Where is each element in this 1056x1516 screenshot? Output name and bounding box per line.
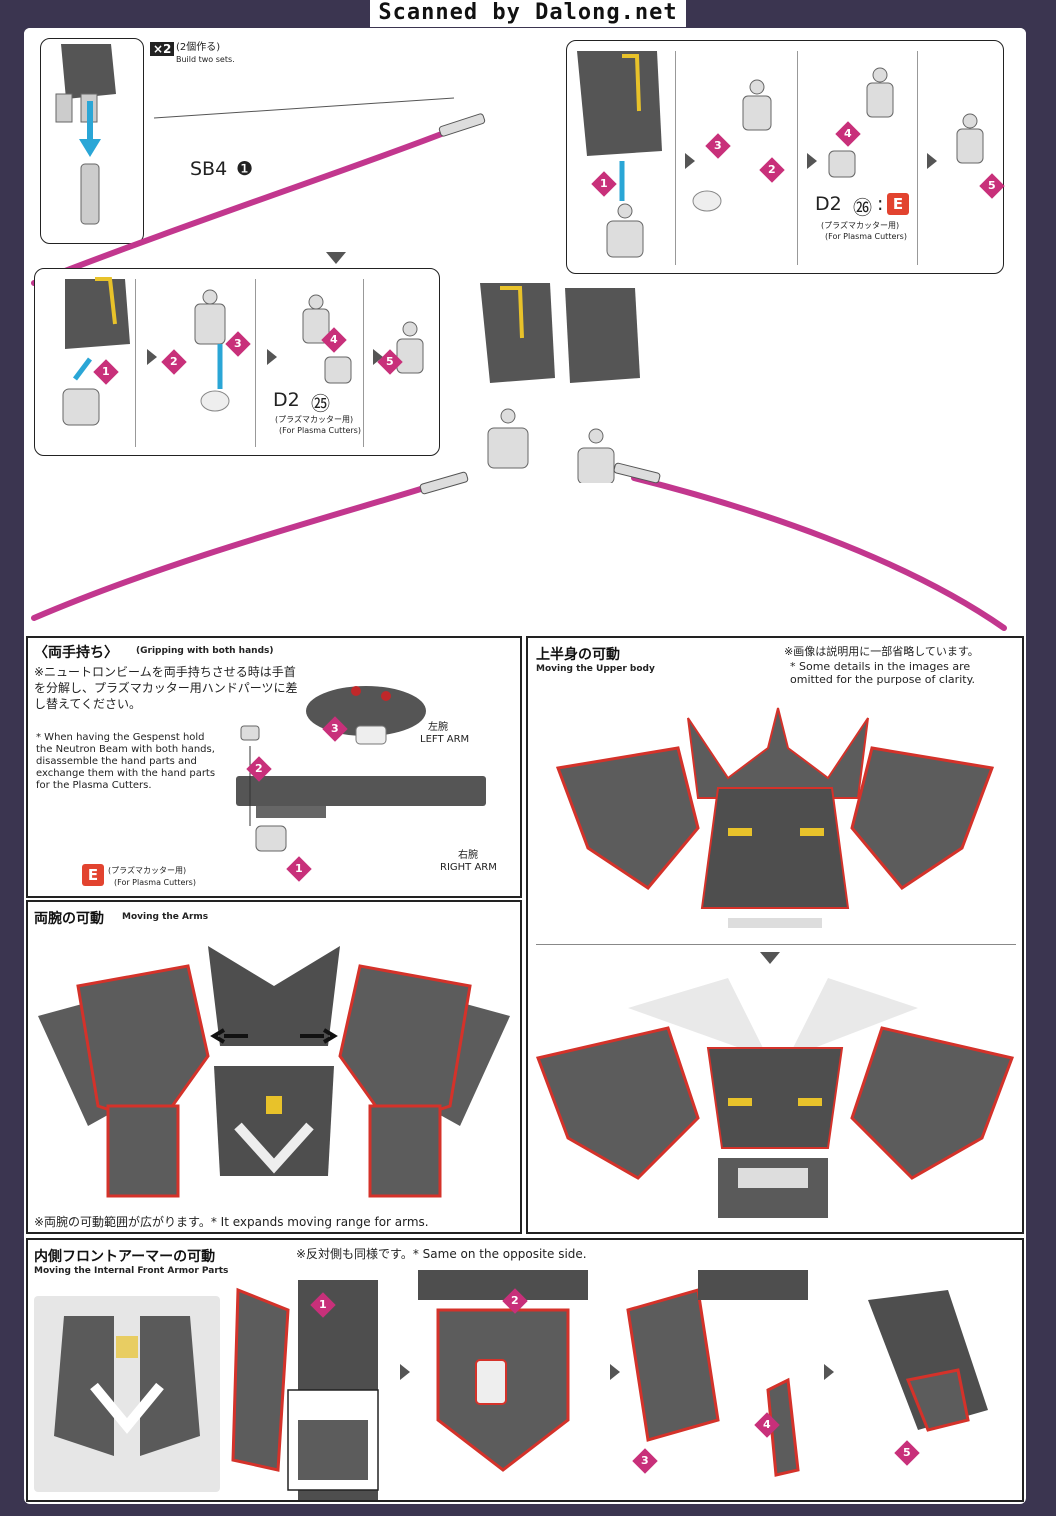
front-armor-panel: 内側フロントアーマーの可動 Moving the Internal Front … [26, 1238, 1024, 1502]
grip-title-jp: 〈両手持ち〉 [34, 645, 118, 661]
sb4-num: ❶ [236, 158, 254, 180]
beam-saber-bottom-right [613, 462, 1007, 631]
d2-26-num: ㉖ [853, 197, 873, 219]
left-sequence-illustration [62, 277, 424, 426]
arms-illustration [38, 946, 510, 1198]
flow-arrow-right [807, 153, 817, 169]
flow-arrow-right [267, 349, 277, 365]
scan-header: Scanned by Dalong.net [0, 0, 1056, 27]
armor-preview-illustration [54, 1316, 200, 1456]
upper-body-panel: 上半身の可動 Moving the Upper body ※画像は説明用に一部省… [526, 636, 1024, 1234]
hand-with-cutter-illustration-right [565, 288, 640, 483]
upper-body-after-illustration [535, 978, 1015, 1218]
plasma-label-jp: (プラズマカッター用) [821, 221, 900, 230]
flow-arrow-right [373, 349, 383, 365]
plasma-label-en: (For Plasma Cutters) [279, 426, 361, 435]
plasma-label-jp: (プラズマカッター用) [275, 415, 354, 424]
armor-preview-box [34, 1296, 220, 1492]
d2-25-num: ㉕ [311, 393, 331, 415]
flow-arrow-right [824, 1364, 834, 1380]
x2-jp: (2個作る) [176, 42, 221, 53]
arms-title-en: Moving the Arms [122, 912, 209, 922]
upper-title-jp: 上半身の可動 [536, 647, 620, 663]
grip-plasma-en: (For Plasma Cutters) [114, 878, 196, 887]
flow-arrow-right [400, 1364, 410, 1380]
sub-box-left-sequence: 1 2 3 4 5 D2 ㉕ (プラズマカッター用) (For Plasma C… [34, 268, 440, 456]
sub-box-top-left [40, 38, 144, 244]
d2-25-label: D2 [273, 389, 300, 411]
sb4-label: SB4 [190, 158, 228, 180]
hand-assembly-illustration [55, 44, 116, 225]
beam-saber-bottom-left [31, 471, 469, 621]
d2-26-colon: : [877, 193, 884, 215]
upper-note-jp: ※画像は説明用に一部省略しています。 [784, 645, 979, 658]
plasma-label-en: (For Plasma Cutters) [825, 232, 907, 241]
armor-title-jp: 内側フロントアーマーの可動 [34, 1249, 216, 1265]
grip-title-en: (Gripping with both hands) [136, 646, 274, 656]
flow-arrow-right [147, 349, 157, 365]
upper-note-en: * Some details in the images are omitted… [790, 660, 976, 686]
left-arm-en: LEFT ARM [420, 734, 470, 745]
upper-body-before-illustration [555, 707, 995, 928]
flow-arrow-right [927, 153, 937, 169]
grip-note-jp: ※ニュートロンビームを両手持ちさせる時は手首を分解し、プラズマカッター用ハンドパ… [34, 665, 298, 711]
step-badge-1: 1 [286, 856, 312, 882]
right-sequence-illustration [577, 51, 984, 258]
arms-title-jp: 両腕の可動 [34, 911, 104, 927]
flow-arrow-right [610, 1364, 620, 1380]
armor-sequence-illustration [231, 1270, 988, 1500]
flow-arrow-right [685, 153, 695, 169]
armor-title-en: Moving the Internal Front Armor Parts [34, 1266, 229, 1276]
arms-panel: 両腕の可動 Moving the Arms ※両腕の可動範囲が広がります。* I… [26, 900, 522, 1234]
armor-note: ※反対側も同様です。* Same on the opposite side. [296, 1247, 587, 1261]
part-e-badge: E [887, 193, 909, 215]
right-arm-en: RIGHT ARM [440, 862, 497, 873]
grip-note-en: * When having the Gespenst hold the Neut… [36, 732, 216, 791]
sub-box-right-sequence: 1 3 2 4 5 D2 ㉖ : E (プラズマカッター用) (For Plas… [566, 40, 1005, 274]
flow-arrow-down [326, 252, 346, 264]
upper-title-en: Moving the Upper body [536, 664, 655, 674]
flow-arrow-down [760, 952, 780, 964]
arms-note: ※両腕の可動範囲が広がります。* It expands moving range… [34, 1215, 429, 1229]
part-e-badge: E [82, 864, 104, 886]
grip-plasma-jp: (プラズマカッター用) [108, 866, 187, 875]
left-arm-jp: 左腕 [428, 722, 448, 733]
x2-en: Build two sets. [176, 55, 235, 64]
divider-line [536, 944, 1016, 945]
grip-panel: 〈両手持ち〉 (Gripping with both hands) ※ニュートロ… [26, 636, 522, 898]
hand-with-cutter-illustration [480, 283, 555, 469]
right-arm-jp: 右腕 [458, 850, 478, 861]
top-assembly-panel: ×2 (2個作る) Build two sets. SB4 ❶ [24, 28, 1026, 634]
beam-saber-top [31, 97, 486, 286]
x2-badge: ×2 [150, 42, 175, 56]
d2-26-label: D2 [815, 193, 842, 215]
instruction-page: ×2 (2個作る) Build two sets. SB4 ❶ [24, 28, 1026, 1504]
